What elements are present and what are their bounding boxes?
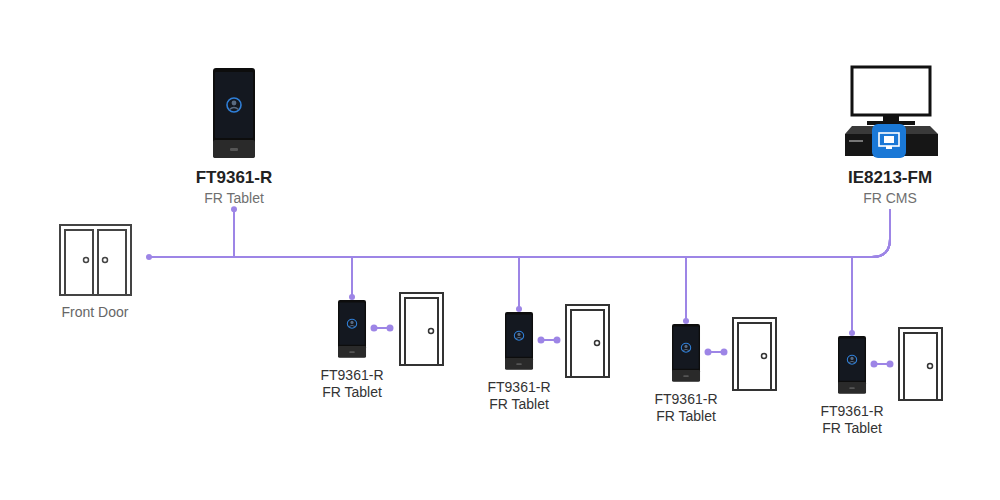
device-type: FR Tablet (303, 384, 401, 401)
junction-dot (231, 206, 237, 212)
device-model: FT9361-R (470, 379, 568, 396)
device-type: FR Tablet (179, 190, 289, 207)
door-node: Front Door (41, 222, 149, 323)
device-node: FT9361-RFR Tablet (303, 297, 401, 403)
device-type: FR Tablet (803, 420, 901, 437)
network-line (352, 209, 890, 297)
device-node: FT9361-RFR Tablet (803, 333, 901, 439)
device-type: FR Tablet (470, 396, 568, 413)
device-model: FT9361-R (303, 367, 401, 384)
junction-dot (146, 254, 152, 260)
network-line (686, 209, 890, 321)
device-node: FT9361-R FR Tablet (179, 62, 289, 209)
device-node: FT9361-RFR Tablet (637, 321, 735, 427)
device-node: IE8213-FM FR CMS (826, 62, 954, 209)
network-line (234, 209, 890, 257)
front-door-icon (60, 225, 131, 295)
junction-dot (516, 306, 522, 312)
device-node: FT9361-RFR Tablet (470, 309, 568, 415)
device-model: Front Door (41, 304, 149, 321)
tablet-device (213, 68, 255, 158)
network-line (519, 209, 890, 309)
junction-dot (349, 294, 355, 300)
device-model: FT9361-R (803, 403, 901, 420)
device-model: FT9361-R (637, 391, 735, 408)
device-type: FR Tablet (637, 408, 735, 425)
device-type: FR CMS (826, 190, 954, 207)
network-line (852, 209, 890, 333)
junction-dot (849, 330, 855, 336)
cms-workstation (845, 67, 938, 158)
junction-dot (683, 318, 689, 324)
device-model: IE8213-FM (826, 168, 954, 188)
device-model: FT9361-R (179, 168, 289, 188)
network-line (149, 209, 890, 257)
